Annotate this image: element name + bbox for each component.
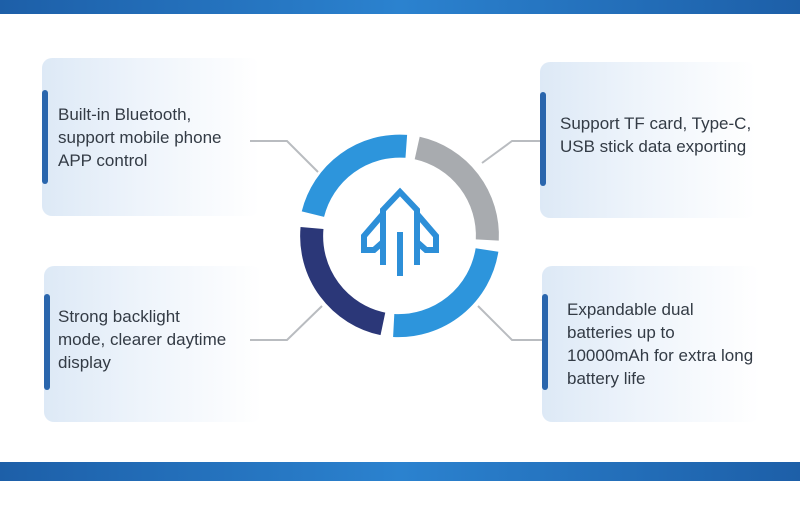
feature-card-batteries: Expandable dual batteries up to 10000mAh… — [542, 266, 760, 422]
top-band — [0, 0, 800, 14]
ring — [300, 134, 499, 338]
feature-line: USB stick data exporting — [560, 137, 747, 156]
card-accent-bar — [540, 92, 546, 186]
ring-segment-navy — [300, 226, 386, 336]
feature-text-bluetooth: Built-in Bluetooth, support mobile phone… — [58, 103, 222, 172]
feature-card-backlight: Strong backlight mode, clearer daytime d… — [44, 266, 262, 422]
feature-line: support mobile phone — [58, 128, 222, 147]
feature-text-batteries: Expandable dual batteries up to 10000mAh… — [567, 298, 753, 390]
feature-line: batteries up to — [567, 323, 675, 342]
bottom-band — [0, 462, 800, 481]
rocket-building-icon — [361, 187, 439, 276]
feature-line: Built-in Bluetooth, — [58, 105, 192, 124]
card-accent-bar — [44, 294, 50, 390]
feature-line: display — [58, 353, 111, 372]
feature-text-backlight: Strong backlight mode, clearer daytime d… — [58, 305, 226, 374]
ring-segment-gray — [414, 136, 499, 241]
feature-line: battery life — [567, 369, 646, 388]
ring-segment-light-blue-top — [301, 134, 408, 218]
card-accent-bar — [542, 294, 548, 390]
feature-card-bluetooth — [42, 58, 260, 216]
feature-line: Expandable dual — [567, 300, 694, 319]
card-accent-bar — [42, 90, 48, 184]
connector-line-top-right — [481, 140, 540, 164]
feature-line: Support TF card, Type-C, — [560, 114, 752, 133]
feature-line: Strong backlight — [58, 307, 180, 326]
connector-line-bottom-right — [477, 305, 542, 341]
feature-line: 10000mAh for extra long — [567, 346, 754, 365]
feature-text-data-export: Support TF card, Type-C, USB stick data … — [560, 112, 751, 158]
feature-line: APP control — [58, 151, 148, 170]
feature-line: mode, clearer daytime — [58, 330, 227, 349]
feature-card-data-export: Support TF card, Type-C, USB stick data … — [540, 62, 756, 218]
connector-line-top-left — [250, 140, 319, 173]
ring-segment-light-blue-bottom — [393, 247, 499, 338]
